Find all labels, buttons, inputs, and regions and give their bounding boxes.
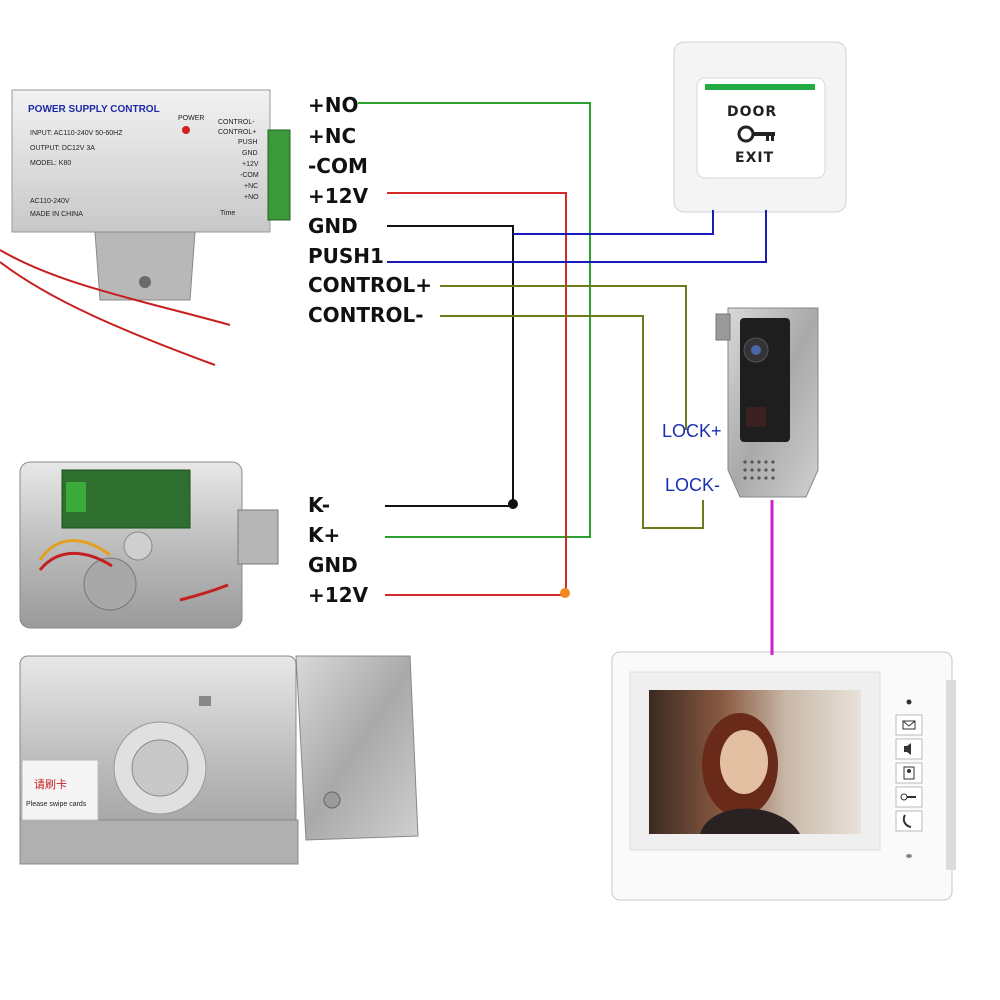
terminal-lock-gnd: GND	[308, 553, 358, 577]
terminal-control-minus: CONTROL-	[308, 303, 424, 327]
terminal-no: +NO	[308, 93, 359, 117]
lock-internal	[19, 461, 279, 629]
lock-screw	[323, 791, 341, 809]
indoor-monitor	[611, 651, 956, 901]
lock-terminal-labels: K- K+ GND +12V	[308, 493, 369, 607]
psu-side-label: -COM	[240, 172, 259, 179]
terminal-lock-12v: +12V	[308, 583, 369, 607]
lock-bolt	[237, 509, 279, 565]
monitor-side	[946, 680, 956, 870]
exit-button: DOOR EXIT	[673, 41, 847, 213]
call-button	[746, 407, 766, 427]
psu-side-labels: CONTROL- CONTROL+ PUSH GND +12V -COM +NC…	[218, 119, 259, 201]
lock-cam	[123, 531, 153, 561]
speaker-grille	[743, 460, 775, 480]
camera-glass	[751, 345, 761, 355]
lock-minus-label: LOCK-	[665, 475, 720, 495]
card-reader-icon	[199, 696, 211, 706]
terminal-push1: PUSH1	[308, 244, 384, 268]
mic-icon	[906, 854, 912, 858]
wire-control-plus	[440, 285, 687, 430]
terminal-nc: +NC	[308, 124, 356, 148]
wire-12v	[385, 192, 567, 596]
psu-ac: AC110-240V	[30, 198, 70, 205]
psu-side-label: CONTROL-	[218, 119, 255, 126]
wire-control-minus	[440, 315, 704, 529]
outdoor-unit-hood	[715, 313, 731, 341]
card-subtext: Please swipe cards	[26, 801, 87, 808]
lock-base	[19, 819, 299, 865]
mount-hole	[139, 276, 151, 288]
psu-side-label: GND	[242, 150, 258, 157]
lock-plus-label: LOCK+	[662, 421, 722, 441]
psu-made: MADE IN CHINA	[30, 211, 83, 218]
wire-gnd-to-k-minus	[385, 225, 514, 507]
card-text: 请刷卡	[34, 778, 67, 791]
contact-icon[interactable]	[895, 762, 923, 784]
lock-wire	[179, 583, 229, 602]
terminal-block	[267, 129, 291, 221]
psu-time: Time	[220, 210, 235, 217]
phone-icon[interactable]	[895, 810, 923, 832]
psu-output: OUTPUT: DC12V 3A	[30, 145, 95, 152]
exit-button-face	[696, 77, 826, 179]
wire-gnd-to-exit	[513, 210, 714, 235]
lock-exterior: 请刷卡 Please swipe cards	[19, 655, 419, 865]
key-icon	[737, 125, 775, 143]
wire-no-to-k-plus	[358, 102, 591, 538]
terminal-com: -COM	[308, 154, 368, 178]
mail-icon[interactable]	[895, 714, 923, 736]
psu-side-label: CONTROL+	[218, 129, 256, 136]
terminal-block	[66, 482, 86, 512]
psu-input: INPUT: AC110-240V 50-60HZ	[30, 130, 123, 137]
lock-knob-center	[131, 739, 189, 797]
power-led-icon	[182, 126, 190, 134]
key-icon[interactable]	[895, 786, 923, 808]
exit-button-strip	[705, 84, 815, 90]
card-sticker	[21, 759, 99, 821]
monitor-screen-person	[700, 713, 800, 834]
psu-side-label: +12V	[242, 161, 259, 168]
psu-side-label: PUSH	[238, 139, 257, 146]
terminal-gnd: GND	[308, 214, 358, 238]
mounting-bracket	[94, 231, 196, 301]
terminal-control-plus: CONTROL+	[308, 273, 432, 297]
wires	[358, 102, 774, 655]
ac-cable	[0, 249, 231, 326]
psu-side-label: +NC	[244, 183, 258, 190]
power-supply-body	[11, 89, 271, 233]
psu-power: POWER	[178, 115, 204, 122]
outdoor-unit	[715, 307, 819, 498]
psu-side-label: +NO	[244, 194, 259, 201]
junction-dot	[560, 588, 570, 598]
lock-wire	[38, 539, 111, 561]
lock-wire	[38, 551, 113, 571]
terminal-k-plus: K+	[308, 523, 340, 547]
lock-strike	[295, 655, 419, 841]
terminal-12v: +12V	[308, 184, 369, 208]
ac-cable	[0, 261, 216, 366]
psu-model: MODEL: K80	[30, 160, 71, 167]
psu-title: POWER SUPPLY CONTROL	[28, 104, 160, 115]
wire-push1-to-exit	[387, 210, 767, 263]
junction-dot	[508, 499, 518, 509]
dot-icon[interactable]	[906, 699, 912, 705]
speaker-icon[interactable]	[895, 738, 923, 760]
psu-terminal-labels: +NO +NC -COM +12V GND PUSH1 CONTROL+ CON…	[308, 93, 432, 327]
motor-gear	[83, 557, 137, 611]
exit-door-text: DOOR	[727, 104, 777, 120]
terminal-k-minus: K-	[308, 493, 330, 517]
exit-text: EXIT	[735, 150, 774, 166]
power-supply: POWER SUPPLY CONTROL INPUT: AC110-240V 5…	[0, 89, 291, 366]
